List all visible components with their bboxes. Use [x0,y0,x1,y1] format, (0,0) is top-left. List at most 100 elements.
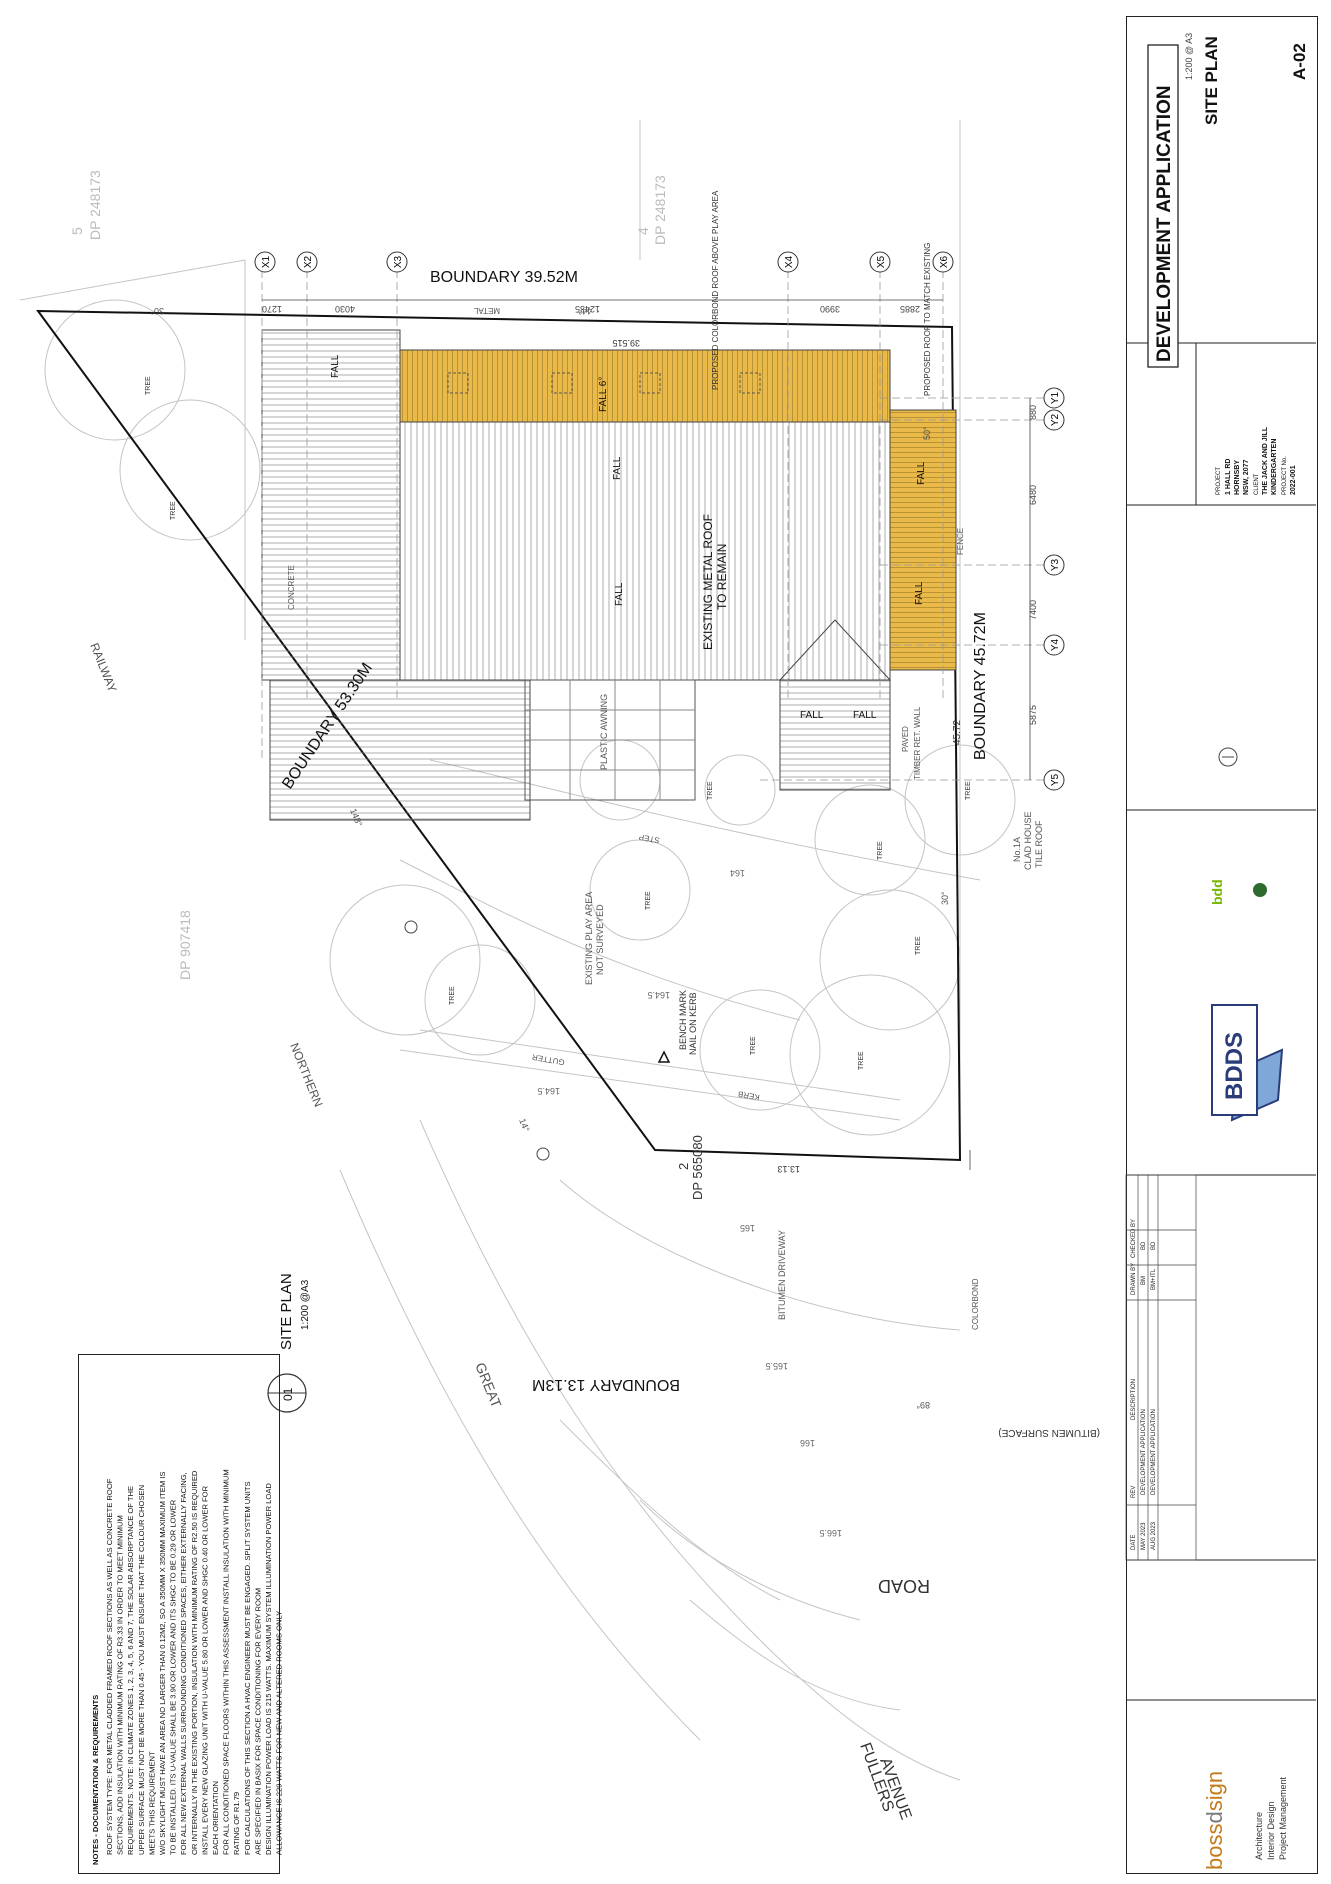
plastic-awning-label: PLASTIC AWNING [599,694,609,770]
tree-canopy [44,299,186,441]
contour-line [689,1599,901,1711]
tree-canopy [699,989,821,1111]
svg-text:AUG 2023: AUG 2023 [1151,1521,1157,1550]
svg-text:BD: BD [1151,1241,1157,1250]
drawing-title-number: 01 [281,1387,295,1401]
metal-label: METAL [473,306,500,315]
proposed-roof-east [889,409,957,671]
svg-text:165.5: 165.5 [765,1361,788,1371]
tree-label: TREE [915,936,922,955]
dimension-text-right: 880 6480 7400 5875 [1028,405,1038,725]
svg-text:DEVELOPMENT APPLICATION: DEVELOPMENT APPLICATION [1154,85,1175,362]
grid-x1-bubble: X1 [254,251,276,273]
boundary-top-label: BOUNDARY 39.52M [430,269,578,286]
tree-label: TREE [858,1051,865,1070]
proposed-roof-label: PROPOSED ROOF TO MATCH EXISTING [923,243,932,396]
tree-canopy [119,399,261,541]
proposed-roof-play-area [399,349,891,423]
paved-label: PAVED [901,726,910,752]
concrete-label: CONCRETE [287,565,296,610]
tree-label: TREE [449,986,456,1005]
svg-text:BM+ITL: BM+ITL [1151,1268,1157,1290]
no1a-label-3: TILE ROOF [1034,820,1044,868]
status-banner: DEVELOPMENT APPLICATION [1147,44,1179,368]
drawing-title-name: SITE PLAN [278,1273,295,1350]
svg-text:6480: 6480 [1028,485,1038,505]
firm-name-c: sign [1202,1771,1227,1811]
svg-text:2022-001: 2022-001 [1290,465,1297,495]
dimension-lines [262,299,1031,1170]
firm-name-b: d [1202,1811,1227,1823]
proposed-colorbond-label: PROPOSED COLORBOND ROOF ABOVE PLAY AREA [711,190,720,390]
svg-text:X2: X2 [303,255,314,268]
fence-label: FENCE [956,528,965,555]
play-area-label-2: NOT SURVEYED [595,904,605,975]
tree-label: TREE [965,781,972,800]
svg-text:Architecture: Architecture [1254,1812,1264,1860]
road-name: ROAD [878,1576,930,1596]
skylights [447,372,761,394]
existing-roof-south [269,679,531,821]
svg-text:Y1: Y1 [1050,391,1061,404]
north-arrow [1218,747,1238,767]
project-info: PROJECT 1 HALL RD HORNSBY NSW, 2077 CLIE… [1216,426,1297,495]
roof-label-1: EXISTING METAL ROOF [701,514,715,650]
svg-text:X3: X3 [393,255,404,268]
fall-label: FALL [330,354,341,378]
drawing-title-scale: 1:200 @A3 [300,1279,311,1330]
bitumen-driveway-label: BITUMEN DRIVEWAY [777,1230,787,1320]
svg-text:12435: 12435 [575,304,600,314]
svg-text:BD: BD [1141,1241,1147,1250]
firm-name-a: boss [1202,1824,1227,1870]
step-label: STEP [638,832,660,844]
grid-x2-bubble: X2 [296,251,318,273]
svg-text:4030: 4030 [335,304,355,314]
scale-note: 1:200 @ A3 [1184,33,1194,80]
dp-left: DP 907418 [177,910,193,980]
road-edge [419,1119,961,1781]
tree-canopy [329,884,481,1036]
firm-services: Architecture Interior Design Project Man… [1254,1776,1288,1860]
svg-text:NSW, 2077: NSW, 2077 [1243,459,1250,495]
svg-text:CLIENT: CLIENT [1254,473,1260,495]
tree-label: TREE [877,841,884,860]
kerb-label: KERB [737,1089,760,1102]
svg-text:7400: 7400 [1028,600,1038,620]
svg-text:Y5: Y5 [1050,773,1061,786]
svg-text:KINDERGARTEN: KINDERGARTEN [1271,439,1278,495]
lot-line [19,259,246,301]
svg-text:164.5: 164.5 [537,1086,560,1096]
contour-line [399,859,801,1021]
svg-text:REV: REV [1131,1486,1137,1498]
dimension-text-top: 1270 4030 12435 3990 2885 [262,304,920,314]
grid-x4-bubble: X4 [777,251,799,273]
dim-45-72: 45.72 [952,720,963,745]
dp-top-left: DP 248173 [87,170,103,240]
section-marker [536,1147,550,1161]
grid-y2-bubble: Y2 [1043,409,1065,431]
spot-levels: 164 164.5 164.5 165 165.5 166 166.5 [537,868,842,1538]
svg-text:89°: 89° [916,1400,930,1410]
dp-top-right: DP 248173 [652,175,668,245]
svg-text:bdd: bdd [1209,879,1225,905]
svg-text:3990: 3990 [820,304,840,314]
tree-label: TREE [707,781,714,800]
fall-label: FALL [612,456,623,480]
grid-x5-bubble: X5 [869,251,891,273]
svg-text:30°: 30° [150,306,164,316]
fall-label: FALL [853,710,877,721]
grid-y4-bubble: Y4 [1043,634,1065,656]
svg-text:X1: X1 [261,255,272,268]
bdd-badge: bdd [1209,879,1267,905]
benchmark-icon [657,1050,671,1063]
grid-y3-bubble: Y3 [1043,554,1065,576]
colorbond-label: COLORBOND [971,1278,980,1330]
svg-text:44°: 44° [578,306,592,316]
svg-text:THE JACK AND JILL: THE JACK AND JILL [1262,426,1269,495]
svg-text:1270: 1270 [262,304,282,314]
boundary-bottom-label: BOUNDARY 13.13M [532,1376,680,1393]
grid-x3-bubble: X3 [386,251,408,273]
